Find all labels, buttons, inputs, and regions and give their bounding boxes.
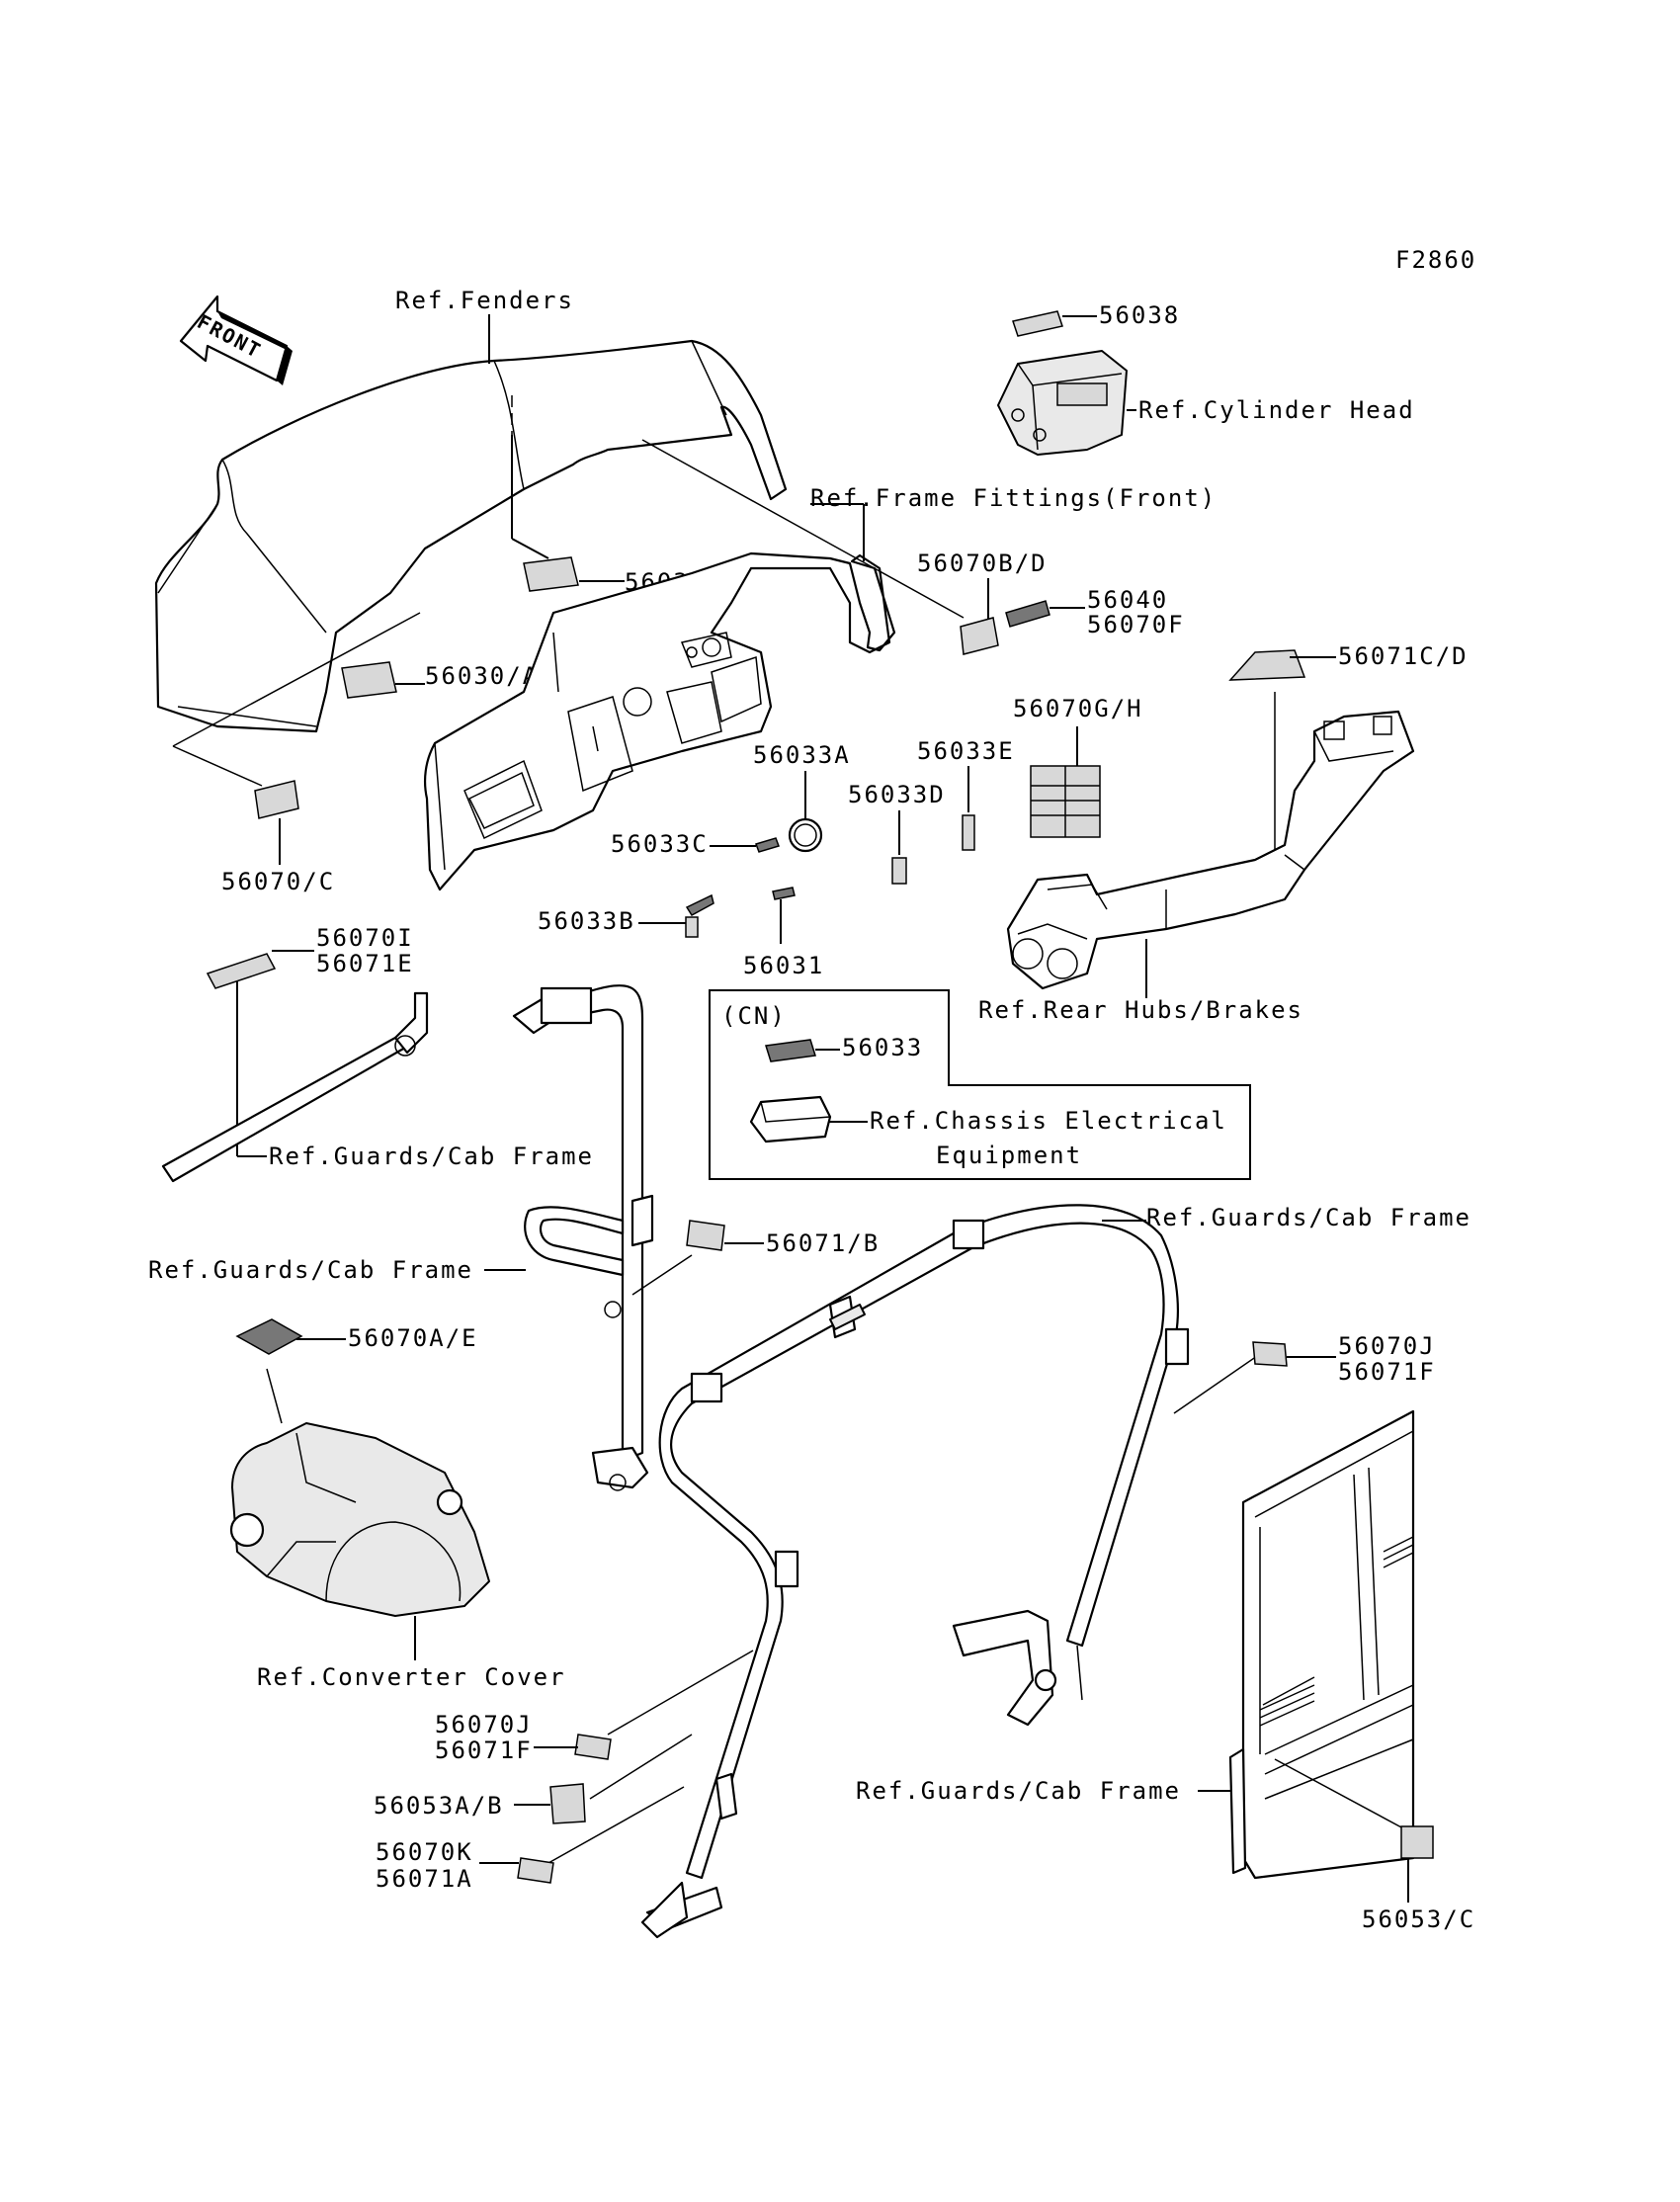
callout-56070c: 56070/C <box>221 868 335 895</box>
ref-rear-hubs-label: Ref.Rear Hubs/Brakes <box>978 996 1303 1024</box>
ref-chassis-electrical-label-2: Equipment <box>936 1142 1082 1169</box>
callout-56070gh: 56070G/H <box>1013 695 1143 722</box>
ref-guards-cab-frame-label-1: Ref.Guards/Cab Frame <box>269 1143 594 1170</box>
callout-56071b: 56071/B <box>766 1229 880 1257</box>
decal-56053c <box>1400 1825 1434 1859</box>
decal-56071b <box>686 1220 725 1251</box>
callout-56071e: 56071E <box>316 950 414 977</box>
callout-56071f-right: 56071F <box>1338 1358 1436 1386</box>
decal-56070j-right <box>1252 1341 1288 1367</box>
callout-56040: 56040 <box>1087 586 1168 614</box>
decal-56033b <box>685 893 714 916</box>
callout-56070j-left: 56070J <box>435 1711 533 1738</box>
decal-56071cd <box>1228 649 1306 681</box>
decal-56040 <box>1005 600 1050 628</box>
cylinder-head <box>997 350 1128 456</box>
callout-56070i: 56070I <box>316 924 414 952</box>
ref-guards-cab-frame-label-4: Ref.Guards/Cab Frame <box>856 1777 1181 1805</box>
cab-door-panel <box>1228 1409 1415 1880</box>
callout-56033d: 56033D <box>848 781 946 808</box>
callout-56031: 56031 <box>743 952 824 979</box>
rear-hubs-brakes <box>1006 710 1415 990</box>
cn-label: (CN) <box>721 1002 787 1030</box>
callout-56071cd: 56071C/D <box>1338 642 1469 670</box>
callout-56053c: 56053/C <box>1362 1906 1475 1933</box>
callout-56070f: 56070F <box>1087 611 1185 638</box>
callout-56070bd: 56070B/D <box>917 550 1048 577</box>
ref-converter-cover-label: Ref.Converter Cover <box>257 1663 566 1691</box>
callout-56033b: 56033B <box>538 907 635 935</box>
decal-56070i <box>206 953 277 989</box>
decal-56033e <box>962 814 975 851</box>
callout-56033a: 56033A <box>753 741 851 769</box>
guard-post <box>512 983 654 1491</box>
callout-56070ae: 56070A/E <box>348 1324 478 1352</box>
decal-56070bd <box>960 617 999 655</box>
decal-56070k <box>517 1857 554 1884</box>
ref-fenders-label: Ref.Fenders <box>395 287 574 314</box>
callout-56070j-right: 56070J <box>1338 1332 1436 1360</box>
ref-cylinder-head-label: Ref.Cylinder Head <box>1138 396 1415 424</box>
decal-56053ab <box>549 1783 586 1824</box>
figure-code: F2860 <box>1395 246 1476 274</box>
decal-56033 <box>765 1039 816 1062</box>
callout-56071f-left: 56071F <box>435 1736 533 1764</box>
fender-body <box>154 339 788 733</box>
decal-56030a-upper <box>523 556 579 592</box>
ref-guards-cab-frame-label-2: Ref.Guards/Cab Frame <box>148 1256 473 1284</box>
guard-bar-left <box>161 991 429 1183</box>
chassis-electrical-box <box>749 1095 832 1143</box>
callout-56053ab: 56053A/B <box>374 1792 504 1820</box>
decal-56033d <box>891 857 907 885</box>
callout-56071a: 56071A <box>376 1865 473 1893</box>
decal-56030a-lower <box>341 661 397 699</box>
callout-56033: 56033 <box>842 1034 923 1061</box>
roll-cage <box>640 1204 1190 1939</box>
decal-56070j-left <box>574 1734 612 1760</box>
callout-56038: 56038 <box>1099 301 1180 329</box>
decal-56031 <box>772 887 796 900</box>
decal-56070ae <box>235 1318 303 1355</box>
decal-56070c <box>254 780 299 819</box>
ref-guards-cab-frame-label-3: Ref.Guards/Cab Frame <box>1146 1204 1471 1231</box>
ref-frame-fittings-label: Ref.Frame Fittings(Front) <box>810 484 1217 512</box>
decal-56033c <box>755 837 780 853</box>
callout-56033e: 56033E <box>917 737 1015 765</box>
decal-56038 <box>1012 310 1063 337</box>
callout-56033c: 56033C <box>611 830 709 858</box>
ref-chassis-electrical-label-1: Ref.Chassis Electrical <box>870 1107 1227 1135</box>
callout-56070k: 56070K <box>376 1838 473 1866</box>
callout-56030a-lower: 56030/A <box>425 662 539 690</box>
cn-box <box>709 989 1251 1180</box>
converter-cover <box>229 1422 490 1617</box>
front-arrow-icon: FRONT <box>179 295 293 385</box>
